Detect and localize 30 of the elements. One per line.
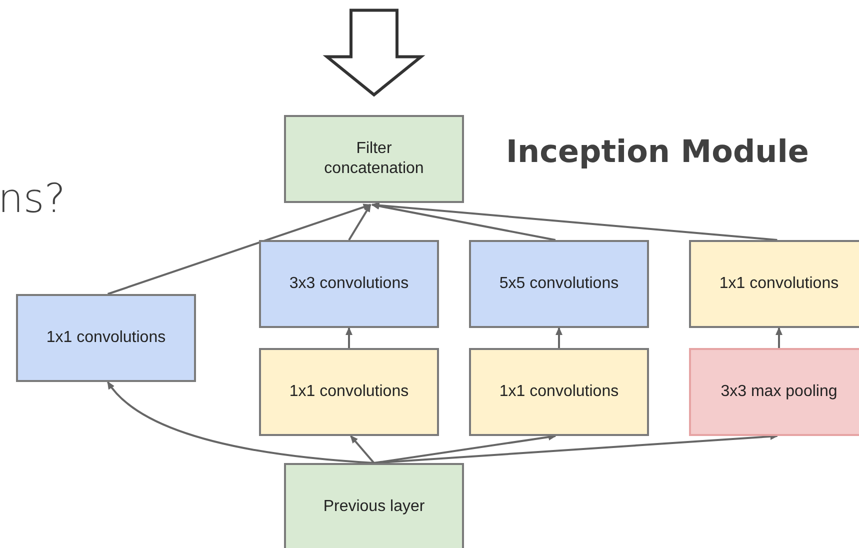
slide-text-fragment: ns? [0,176,66,222]
node-label: 3x3 max pooling [720,382,838,402]
convolution-box [469,348,649,436]
arrow [107,204,372,295]
arrow [374,434,556,464]
node-label: Previous layer [322,497,426,517]
node-label: 5x5 convolutions [498,274,620,294]
arrow [776,327,782,348]
convolution-box [469,240,649,328]
layer-box [284,115,464,203]
arrow [371,202,778,241]
node-label: 3x3 convolutions [288,274,410,294]
arrow [556,327,562,348]
node-label: 1x1 convolutions [288,382,410,402]
convolution-box [259,240,439,328]
arrow [350,435,375,464]
arrow [107,381,374,464]
arrow [348,204,372,241]
pooling-box [689,348,859,436]
convolution-box [16,294,196,382]
node-label: 1x1 convolutions [718,274,840,294]
title: Inception Module [506,134,809,170]
convolution-box [259,348,439,436]
layer-box [284,463,464,548]
arrow [346,327,352,348]
node-label: Filter concatenation [323,139,425,179]
block-arrow [322,8,426,97]
convolution-box [689,240,859,328]
node-label: 1x1 convolutions [45,328,167,348]
node-label: 1x1 convolutions [498,382,620,402]
